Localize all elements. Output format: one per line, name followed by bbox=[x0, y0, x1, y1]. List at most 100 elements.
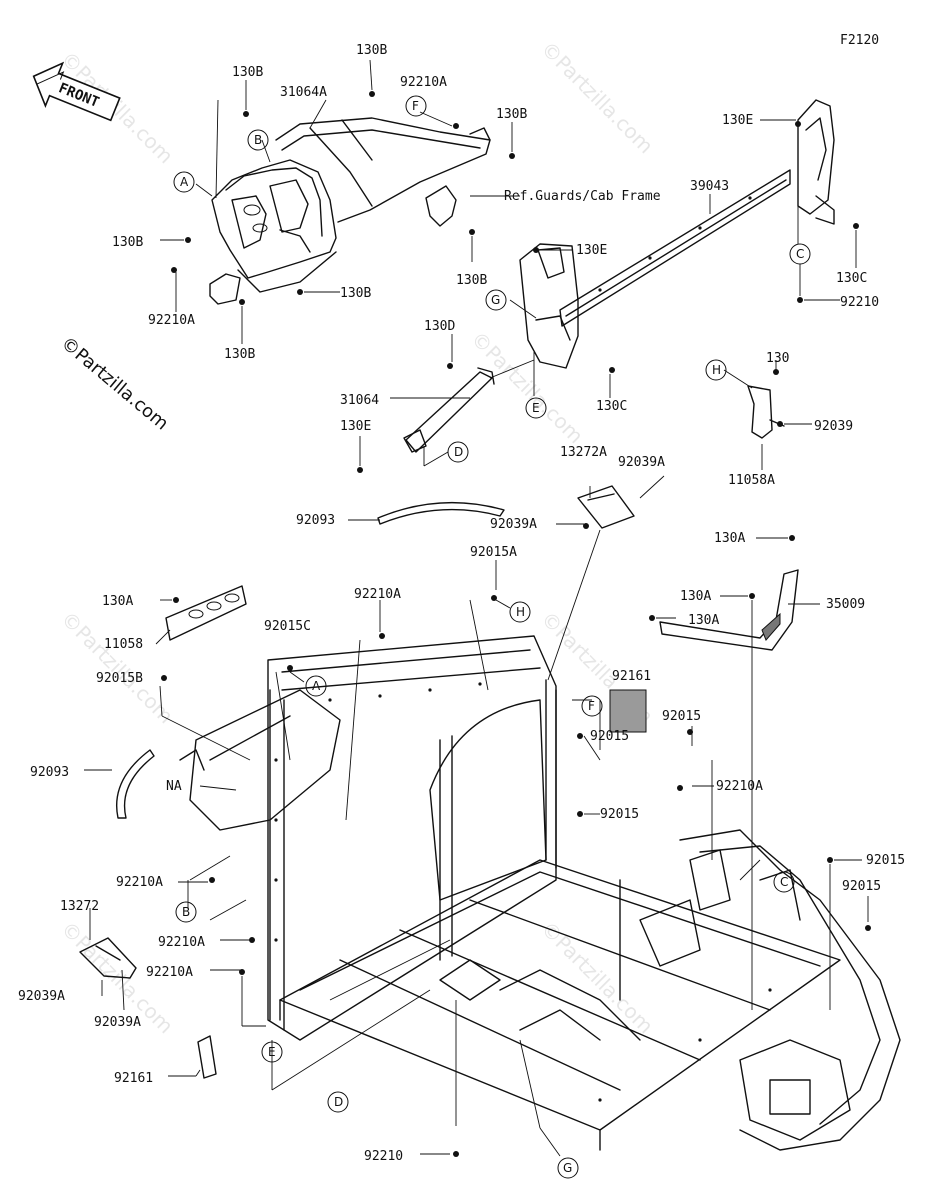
bolt-icon bbox=[447, 363, 453, 369]
ref-letter-g: G bbox=[491, 293, 500, 307]
bracket-11058a bbox=[747, 385, 785, 439]
part-label: 13272A bbox=[560, 445, 607, 460]
bolt-icon bbox=[853, 223, 859, 229]
bolt-icon bbox=[491, 595, 497, 601]
bolt-icon bbox=[171, 267, 177, 273]
bolt-icon bbox=[865, 925, 871, 931]
part-label: 92015 bbox=[842, 879, 881, 894]
part-label: 92161 bbox=[612, 669, 651, 684]
part-label: 92210A bbox=[716, 779, 763, 794]
ref-letters: A B F C G E D H H A F C B E D G bbox=[173, 95, 811, 1179]
part-label: 92210A bbox=[116, 875, 163, 890]
part-label: 92210A bbox=[148, 313, 195, 328]
bolt-icon bbox=[239, 969, 245, 975]
bolt-icon bbox=[777, 421, 783, 427]
bolt-icon bbox=[687, 729, 693, 735]
bolt-icon bbox=[509, 153, 515, 159]
part-label: 92039A bbox=[18, 989, 65, 1004]
bolt-icon bbox=[379, 633, 385, 639]
bar-35009 bbox=[659, 569, 799, 651]
bolt-icon bbox=[369, 91, 375, 97]
label-sticker-92161-upper bbox=[609, 689, 647, 733]
part-label: 130B bbox=[340, 286, 371, 301]
bolt-icon bbox=[533, 247, 539, 253]
bolt-icon bbox=[795, 121, 801, 127]
part-label: 92015A bbox=[470, 545, 517, 560]
part-label: 92015 bbox=[662, 709, 701, 724]
part-label: 92015 bbox=[600, 807, 639, 822]
ref-letter-e: E bbox=[268, 1045, 276, 1059]
copyright-text: ©Partzilla.com bbox=[57, 333, 173, 435]
plate-11058 bbox=[165, 585, 247, 641]
ref-letter-a: A bbox=[180, 175, 189, 189]
bolt-icon bbox=[249, 937, 255, 943]
bolt-icon bbox=[453, 1151, 459, 1157]
part-label: 130E bbox=[576, 243, 607, 258]
part-label: 92093 bbox=[30, 765, 69, 780]
fastener-icons bbox=[161, 91, 871, 1157]
part-label: 130A bbox=[714, 531, 745, 546]
part-label: 130A bbox=[102, 594, 133, 609]
leader-lines bbox=[84, 59, 869, 1157]
part-labels: 130B 130B 31064A 92210A 130B Ref.Guards/… bbox=[18, 43, 905, 1164]
part-label: 92210A bbox=[400, 75, 447, 90]
part-label: 11058A bbox=[728, 473, 775, 488]
bolt-icon bbox=[243, 111, 249, 117]
watermark: ©Partzilla.com bbox=[56, 47, 178, 169]
part-label: 35009 bbox=[826, 597, 865, 612]
part-label: 130B bbox=[496, 107, 527, 122]
bolt-icon bbox=[577, 811, 583, 817]
bolt-icon bbox=[453, 123, 459, 129]
ref-letter-d: D bbox=[334, 1095, 343, 1109]
part-label: 92210A bbox=[146, 965, 193, 980]
part-label: 31064A bbox=[280, 85, 327, 100]
reference-note: Ref.Guards/Cab Frame bbox=[504, 189, 661, 204]
ref-letter-h: H bbox=[516, 605, 525, 619]
part-label: 92210A bbox=[158, 935, 205, 950]
bolt-icon bbox=[649, 615, 655, 621]
ref-letter-g: G bbox=[563, 1161, 572, 1175]
main-chassis-frame bbox=[179, 635, 901, 1151]
bolt-icon bbox=[609, 367, 615, 373]
bolt-icon bbox=[297, 289, 303, 295]
part-label: 130D bbox=[424, 319, 455, 334]
part-label: 130B bbox=[224, 347, 255, 362]
part-label: NA bbox=[166, 779, 182, 794]
part-label: 92039A bbox=[618, 455, 665, 470]
part-label: 130C bbox=[836, 271, 867, 286]
bolt-icon bbox=[677, 785, 683, 791]
part-label: 92039A bbox=[490, 517, 537, 532]
part-label: 92015C bbox=[264, 619, 311, 634]
strip-92093-upper bbox=[377, 501, 505, 525]
ref-letter-f: F bbox=[412, 99, 419, 113]
bolt-icon bbox=[161, 675, 167, 681]
ref-letter-b: B bbox=[182, 905, 190, 919]
ref-letter-e: E bbox=[532, 401, 540, 415]
part-label: 13272 bbox=[60, 899, 99, 914]
part-label: 92039A bbox=[94, 1015, 141, 1030]
watermark: ©Partzilla.com bbox=[466, 327, 588, 449]
part-label: 130E bbox=[722, 113, 753, 128]
bolt-icon bbox=[773, 369, 779, 375]
part-label: 31064 bbox=[340, 393, 379, 408]
part-label: 130E bbox=[340, 419, 371, 434]
part-label: 130B bbox=[112, 235, 143, 250]
bolt-icon bbox=[185, 237, 191, 243]
ref-letter-c: C bbox=[780, 875, 788, 889]
part-label: 130B bbox=[456, 273, 487, 288]
bolt-icon bbox=[209, 877, 215, 883]
ref-letter-b: B bbox=[254, 133, 262, 147]
bolt-icon bbox=[173, 597, 179, 603]
part-label: 130A bbox=[680, 589, 711, 604]
watermark: ©Partzilla.com bbox=[536, 37, 658, 159]
bolt-icon bbox=[357, 467, 363, 473]
ref-letter-h: H bbox=[712, 363, 721, 377]
part-label: 11058 bbox=[104, 637, 143, 652]
bolt-icon bbox=[239, 299, 245, 305]
part-label: 130 bbox=[766, 351, 789, 366]
bolt-icon bbox=[789, 535, 795, 541]
part-label: 92161 bbox=[114, 1071, 153, 1086]
part-label: 92015B bbox=[96, 671, 143, 686]
strip-92093-lower bbox=[116, 749, 155, 819]
